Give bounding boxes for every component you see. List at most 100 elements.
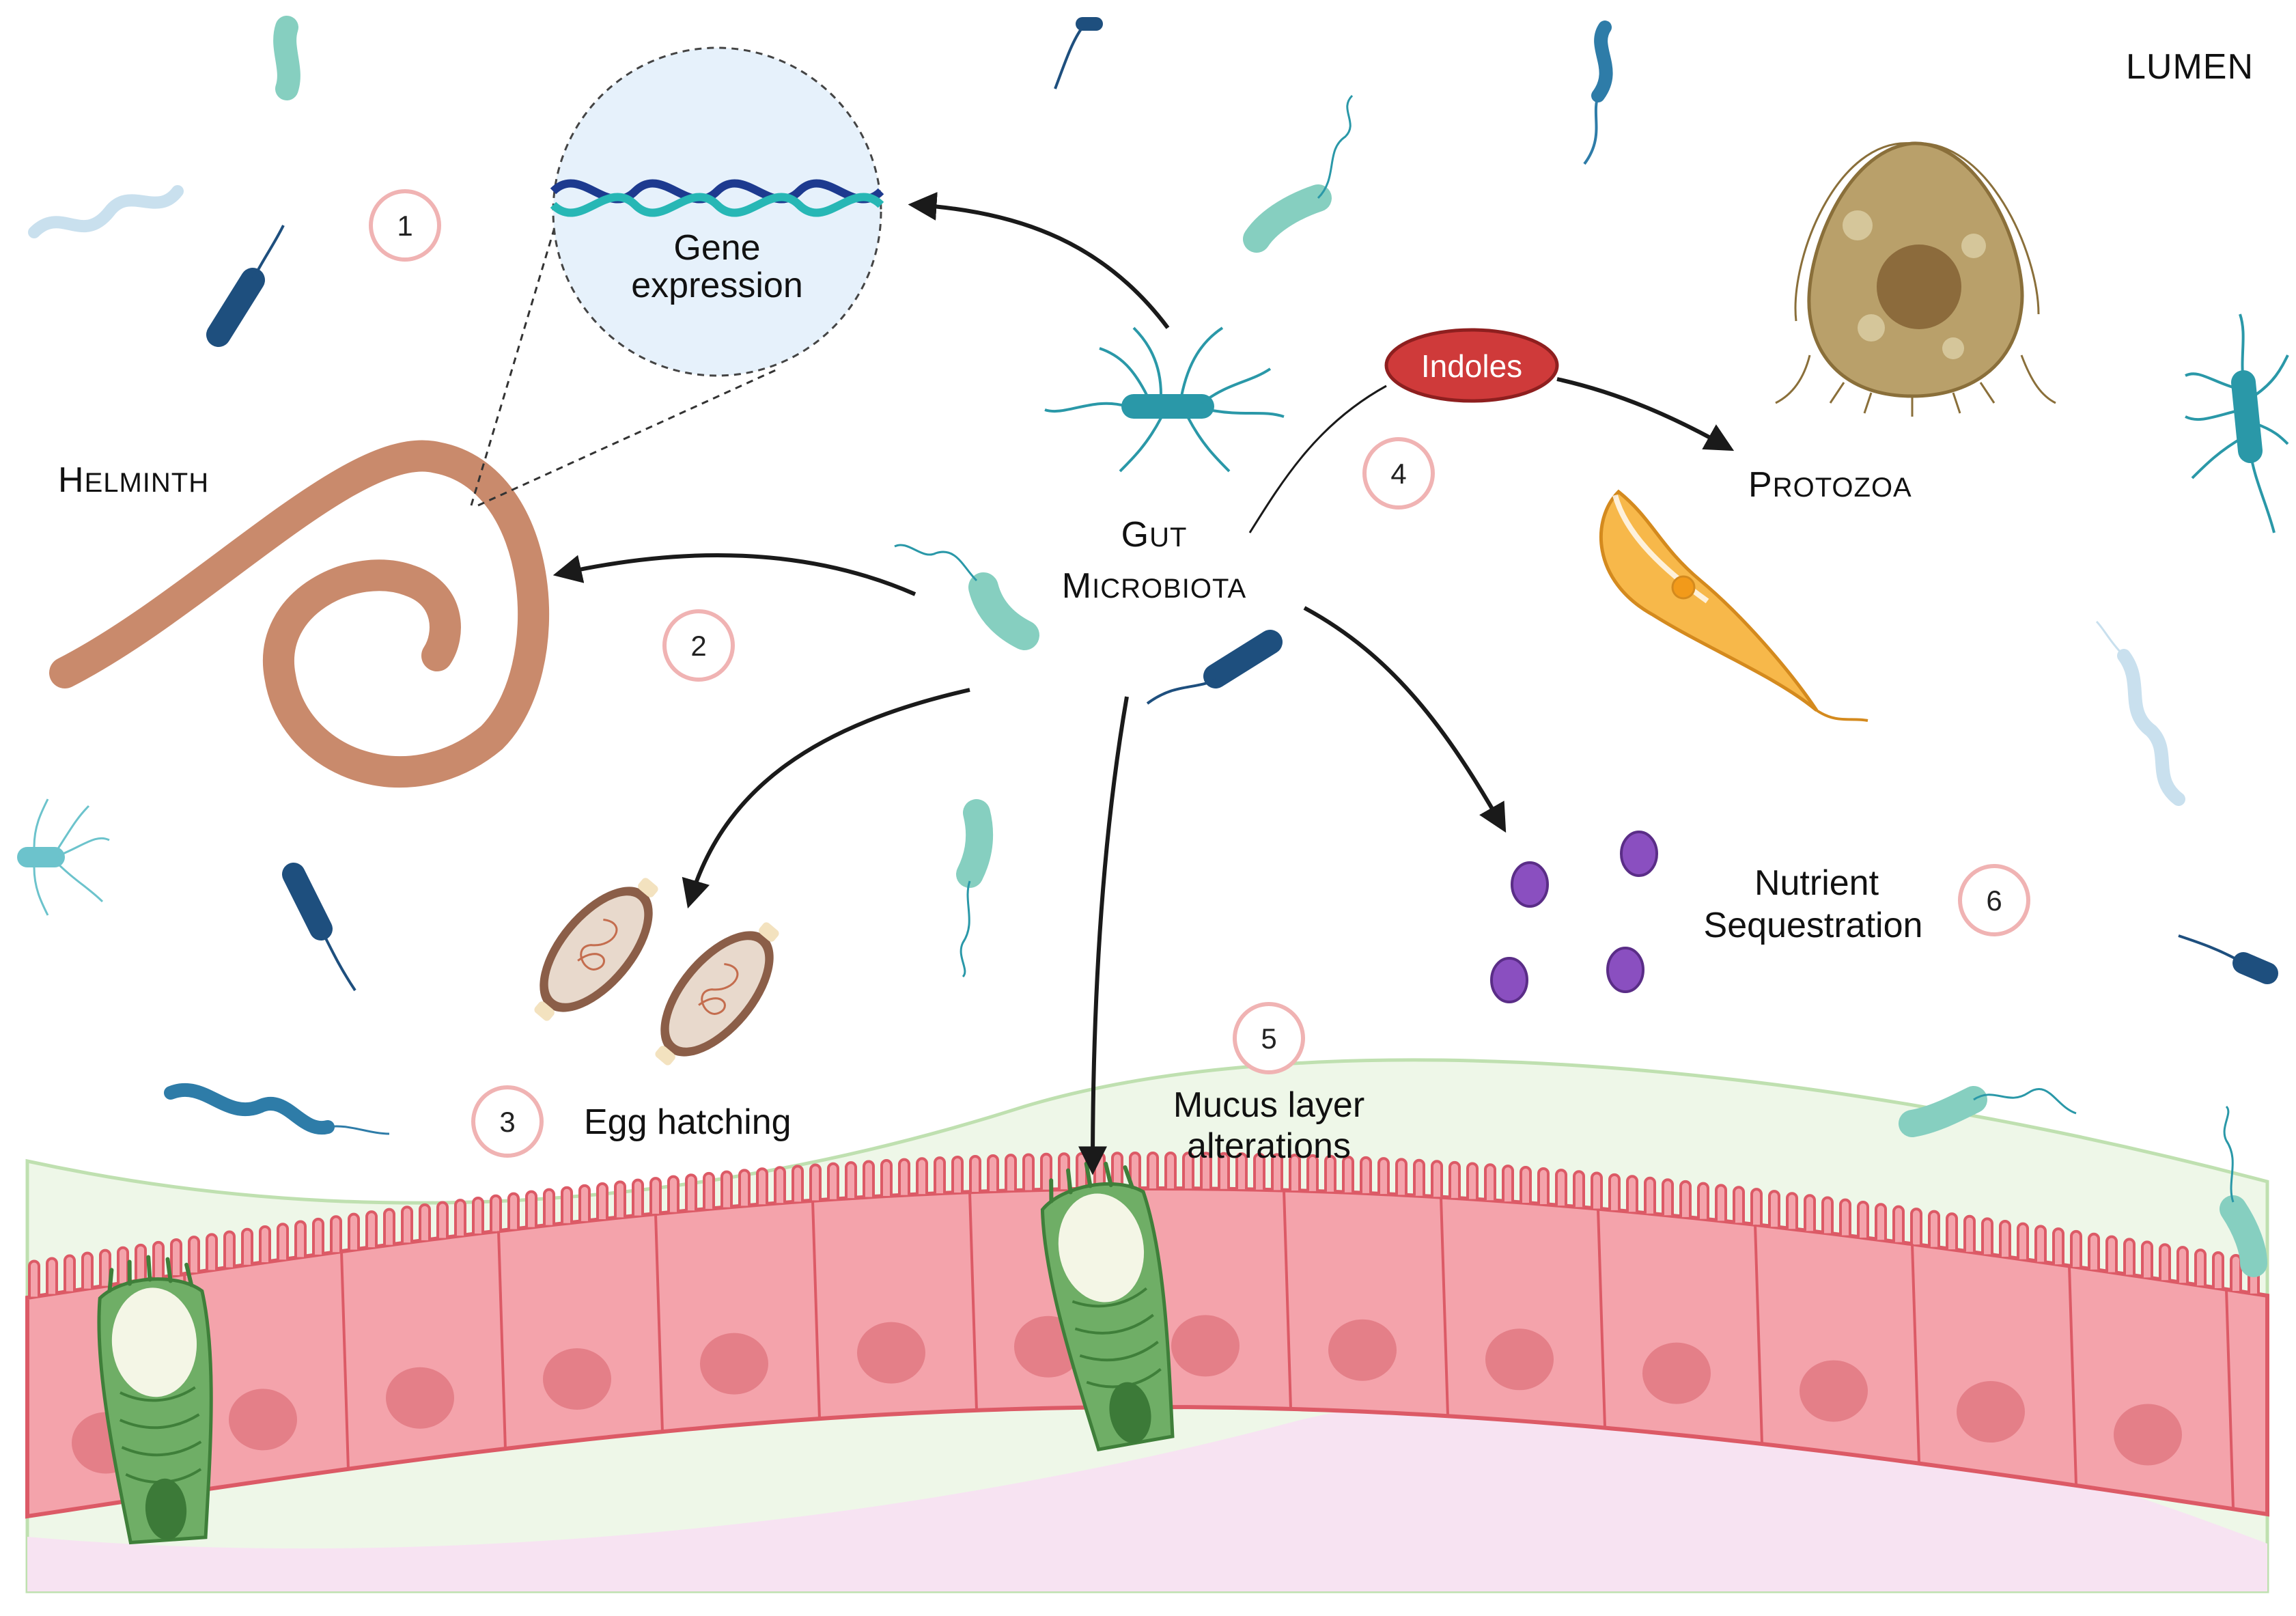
microvillus bbox=[365, 1210, 378, 1248]
nutrient-sequestration-label-line2: Sequestration bbox=[1704, 906, 1923, 945]
indoles-label: Indoles bbox=[1421, 348, 1522, 384]
microvillus bbox=[1484, 1163, 1496, 1201]
microvillus bbox=[1520, 1166, 1532, 1203]
microvillus bbox=[2159, 1243, 2171, 1281]
microvillus bbox=[1839, 1198, 1851, 1236]
cell-border bbox=[1597, 1208, 1606, 1427]
cell-border bbox=[968, 1192, 978, 1411]
cell-border bbox=[1283, 1190, 1292, 1409]
cell-nucleus bbox=[1642, 1342, 1711, 1404]
bacterium-teal-flagellated-right bbox=[2185, 314, 2289, 533]
microvillus bbox=[2141, 1240, 2153, 1278]
microvillus bbox=[2230, 1253, 2242, 1291]
microvillus bbox=[845, 1161, 857, 1199]
microvillus bbox=[277, 1223, 289, 1260]
cell-nucleus bbox=[543, 1348, 611, 1410]
spirochete-blue-top bbox=[1583, 20, 1613, 165]
microvillus bbox=[1040, 1152, 1052, 1190]
microvillus bbox=[1466, 1162, 1479, 1199]
flagellate-nucleus bbox=[1671, 575, 1696, 600]
microvillus bbox=[596, 1182, 608, 1220]
microvillus bbox=[1733, 1186, 1745, 1223]
microvillus bbox=[1537, 1167, 1550, 1204]
microvillus bbox=[294, 1220, 307, 1257]
bacterium-navy-center bbox=[1146, 630, 1283, 705]
step-6: 6 bbox=[1958, 864, 2030, 936]
microvillus bbox=[774, 1166, 786, 1203]
nutrient-dot bbox=[1511, 861, 1549, 908]
step-2: 2 bbox=[662, 609, 735, 682]
egg-hatching-label: Egg hatching bbox=[584, 1102, 792, 1142]
nutrient-particles bbox=[1490, 831, 1658, 1003]
arrow-to-protozoa bbox=[1556, 377, 1735, 451]
nutrient-dot bbox=[1490, 957, 1528, 1003]
spirochete-blue-bottomleft bbox=[164, 1083, 390, 1135]
microvillus bbox=[46, 1257, 58, 1294]
step-3: 3 bbox=[471, 1085, 544, 1158]
microvillus bbox=[1022, 1153, 1035, 1190]
microvillus bbox=[1182, 1152, 1194, 1189]
microvillus bbox=[401, 1206, 413, 1243]
microvillus bbox=[1608, 1173, 1621, 1210]
microvillus bbox=[525, 1190, 537, 1227]
bacterium-mint-topleft bbox=[273, 16, 300, 100]
microvillus bbox=[578, 1184, 591, 1221]
microvillus bbox=[28, 1259, 40, 1297]
ciliate-protozoan bbox=[1775, 141, 2056, 417]
microvillus bbox=[1555, 1169, 1567, 1206]
microvillus bbox=[1448, 1160, 1461, 1198]
microvillus bbox=[685, 1173, 697, 1211]
cell-nucleus bbox=[1957, 1381, 2025, 1443]
bacterium-navy-left-top bbox=[206, 225, 285, 347]
microvillus bbox=[1786, 1192, 1798, 1229]
microvillus bbox=[2070, 1229, 2082, 1267]
ciliate-nucleus bbox=[1877, 245, 1961, 329]
microvillus bbox=[1324, 1154, 1336, 1192]
microvillus bbox=[1697, 1182, 1709, 1219]
cell-border bbox=[1754, 1224, 1763, 1444]
microvillus bbox=[1999, 1219, 2011, 1257]
microvillus bbox=[738, 1169, 751, 1206]
microvillus bbox=[1591, 1171, 1603, 1209]
cell-border bbox=[2068, 1266, 2077, 1485]
gene-expression-bubble: Gene expression bbox=[550, 46, 884, 377]
microvillus bbox=[419, 1203, 431, 1240]
cell-nucleus bbox=[700, 1333, 768, 1395]
microvillus bbox=[436, 1201, 449, 1238]
cell-nucleus bbox=[2114, 1404, 2182, 1466]
microvillus bbox=[2212, 1251, 2224, 1288]
microvillus bbox=[312, 1217, 324, 1255]
microvillus bbox=[951, 1156, 964, 1193]
nutrient-dot bbox=[1606, 947, 1644, 993]
microvillus bbox=[1644, 1176, 1656, 1214]
lumen-label: LUMEN bbox=[2126, 47, 2254, 87]
step-1: 1 bbox=[369, 189, 441, 262]
microvillus bbox=[2105, 1235, 2118, 1272]
bacterium-navy-left-mid bbox=[282, 863, 356, 992]
bacterium-teal-flagellated-center bbox=[1044, 326, 1285, 473]
arrow-to-eggs bbox=[682, 688, 970, 909]
step-6-number: 6 bbox=[1986, 884, 2002, 917]
microvillus bbox=[117, 1246, 129, 1283]
microvillus bbox=[1910, 1208, 1922, 1245]
indoles-badge: Indoles bbox=[1384, 328, 1559, 403]
helminth-egg-2 bbox=[655, 922, 779, 1065]
helminth-label: HELMINTH bbox=[58, 460, 209, 500]
microvillus bbox=[1573, 1170, 1585, 1208]
microvillus bbox=[649, 1177, 662, 1214]
cell-border bbox=[497, 1231, 507, 1450]
flagellate-protozoan bbox=[1599, 489, 1868, 722]
microvillus bbox=[667, 1175, 680, 1212]
microvillus bbox=[1715, 1184, 1727, 1221]
microvillus bbox=[1413, 1158, 1425, 1196]
microvillus bbox=[1679, 1180, 1692, 1217]
microvillus bbox=[792, 1165, 804, 1202]
microvillus bbox=[1377, 1157, 1390, 1195]
microvillus bbox=[330, 1215, 342, 1253]
microvillus bbox=[81, 1251, 94, 1289]
zoom-line-left bbox=[470, 197, 565, 506]
step-2-number: 2 bbox=[690, 630, 706, 662]
microvillus bbox=[1928, 1210, 1940, 1247]
spirochete-pale-left bbox=[28, 185, 184, 238]
step-5-number: 5 bbox=[1261, 1022, 1276, 1055]
